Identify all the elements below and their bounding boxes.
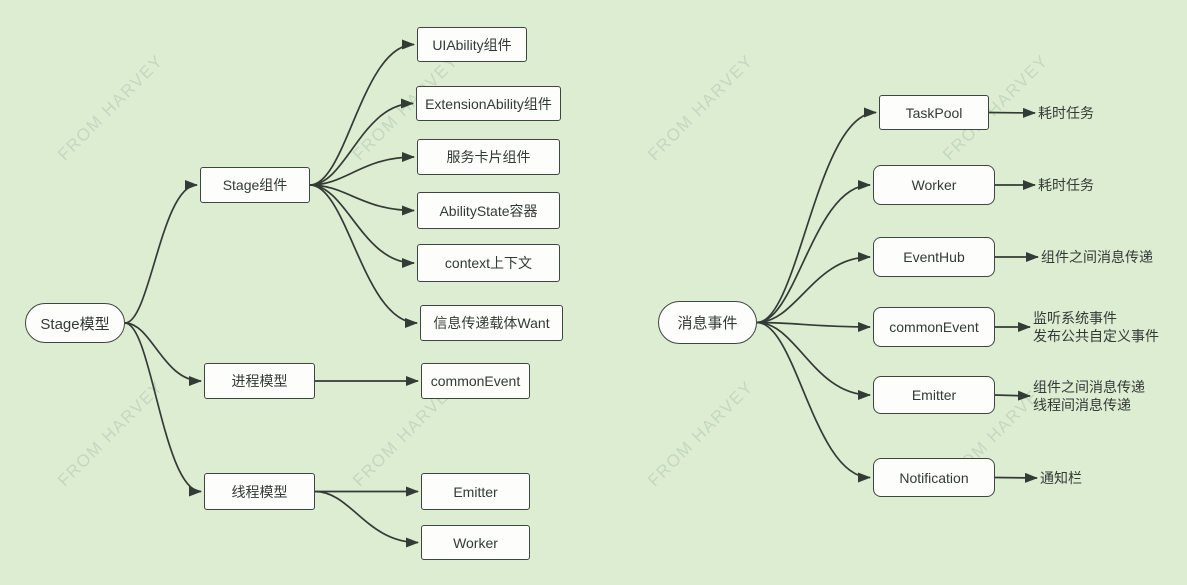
node-commonevent_right[interactable]: commonEvent <box>873 307 995 347</box>
node-worker_left[interactable]: Worker <box>421 525 530 560</box>
annotation-note_notification[interactable]: 通知栏 <box>1040 470 1082 486</box>
edge-taskpool-note_taskpool <box>988 107 1036 118</box>
edge-msg_root-commonevent_right <box>756 321 871 332</box>
node-emitter_left[interactable]: Emitter <box>421 473 530 510</box>
node-extensionability[interactable]: ExtensionAbility组件 <box>416 86 561 121</box>
node-uiability[interactable]: UIAbility组件 <box>417 27 527 62</box>
edge-stage_root-thread_model <box>124 322 202 497</box>
edge-stage_comp-abilitystate <box>309 184 415 216</box>
edge-msg_root-taskpool <box>756 107 877 324</box>
node-commonevent_left[interactable]: commonEvent <box>421 363 530 399</box>
node-msg_root[interactable]: 消息事件 <box>658 301 757 344</box>
node-stage_comp[interactable]: Stage组件 <box>200 167 310 203</box>
node-worker_right[interactable]: Worker <box>873 165 995 205</box>
edge-stage_comp-context <box>309 184 415 268</box>
edge-stage_root-process_model <box>124 322 202 386</box>
edge-emitter_right-note_emitter <box>994 390 1031 401</box>
node-notification[interactable]: Notification <box>873 458 995 497</box>
annotation-note_worker[interactable]: 耗时任务 <box>1038 177 1094 193</box>
node-abilitystate[interactable]: AbilityState容器 <box>417 192 560 229</box>
node-stage_root[interactable]: Stage模型 <box>25 303 125 343</box>
node-want[interactable]: 信息传递载体Want <box>420 305 563 341</box>
annotation-note_taskpool[interactable]: 耗时任务 <box>1038 105 1094 121</box>
edge-stage_comp-extensionability <box>309 98 414 186</box>
annotation-note_eventhub[interactable]: 组件之间消息传递 <box>1041 249 1153 265</box>
edge-msg_root-emitter_right <box>756 321 871 400</box>
edge-stage_comp-service_card <box>309 152 415 186</box>
node-thread_model[interactable]: 线程模型 <box>204 473 315 510</box>
node-eventhub[interactable]: EventHub <box>873 237 995 277</box>
node-taskpool[interactable]: TaskPool <box>879 95 989 130</box>
edge-msg_root-eventhub <box>756 252 871 324</box>
edge-notification-note_notification <box>994 472 1038 483</box>
node-emitter_right[interactable]: Emitter <box>873 376 995 414</box>
node-service_card[interactable]: 服务卡片组件 <box>417 139 560 175</box>
edge-msg_root-notification <box>756 321 871 483</box>
edge-thread_model-worker_left <box>314 490 419 548</box>
node-context[interactable]: context上下文 <box>417 244 560 282</box>
annotation-note_emitter[interactable]: 组件之间消息传递 线程间消息传递 <box>1033 379 1145 413</box>
edge-msg_root-worker_right <box>756 180 871 324</box>
node-process_model[interactable]: 进程模型 <box>204 363 315 399</box>
edge-stage_comp-want <box>309 184 418 328</box>
edge-stage_comp-uiability <box>309 39 415 186</box>
annotation-note_commonevent[interactable]: 监听系统事件 发布公共自定义事件 <box>1033 310 1159 344</box>
edge-stage_root-stage_comp <box>124 180 198 324</box>
